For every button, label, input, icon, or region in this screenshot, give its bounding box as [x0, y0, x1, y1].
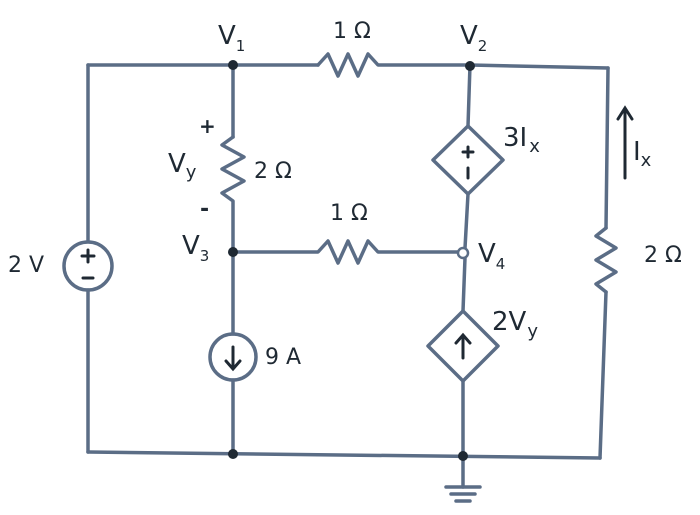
vccs-up-arrow-icon: [454, 332, 472, 360]
label-r13: 2 Ω: [254, 159, 292, 184]
wire-ccvs-down: [463, 192, 470, 250]
node-dot-v3: [228, 247, 238, 257]
label-v3: V3: [182, 231, 209, 265]
label-r-right: 2 Ω: [644, 243, 682, 268]
ground-symbol: [444, 485, 482, 503]
vsource-plus-icon: [80, 248, 96, 264]
resistor-r34: [231, 239, 460, 265]
label-vy: Vy: [168, 149, 197, 183]
label-v1: V1: [218, 21, 245, 55]
node-dot-bottom-left: [228, 449, 238, 459]
node-dot-v2: [465, 61, 475, 71]
label-vsource: 2 V: [8, 253, 44, 278]
ix-arrow-icon: [616, 105, 634, 180]
label-ix: Ix: [633, 137, 652, 171]
wire-v4-down: [461, 256, 467, 313]
wire-v2-down: [466, 63, 472, 128]
label-vccs: 2Vy: [492, 307, 538, 342]
vy-plus-sign: +: [199, 114, 216, 138]
node-dot-bottom-mid: [458, 451, 468, 461]
ccvs-3ix: [431, 124, 505, 196]
isource-down-arrow-icon: [224, 345, 242, 372]
ccvs-plus-icon: [461, 145, 475, 159]
label-r12: 1 Ω: [333, 19, 371, 44]
wire-right-upper: [604, 66, 610, 230]
label-v4: V4: [478, 239, 505, 273]
wire-bottom: [86, 450, 602, 460]
wire-top-right: [468, 63, 610, 70]
node-dot-v4: [456, 246, 470, 260]
label-isource: 9 A: [265, 345, 301, 370]
resistor-r12: [316, 52, 472, 78]
label-r34: 1 Ω: [330, 201, 368, 226]
vy-minus-sign: -: [200, 197, 209, 222]
node-dot-v1: [228, 60, 238, 70]
wire-right-lower: [598, 290, 608, 460]
label-v2: V2: [460, 21, 487, 55]
resistor-r13: [220, 135, 246, 254]
resistor-right: [594, 226, 618, 294]
